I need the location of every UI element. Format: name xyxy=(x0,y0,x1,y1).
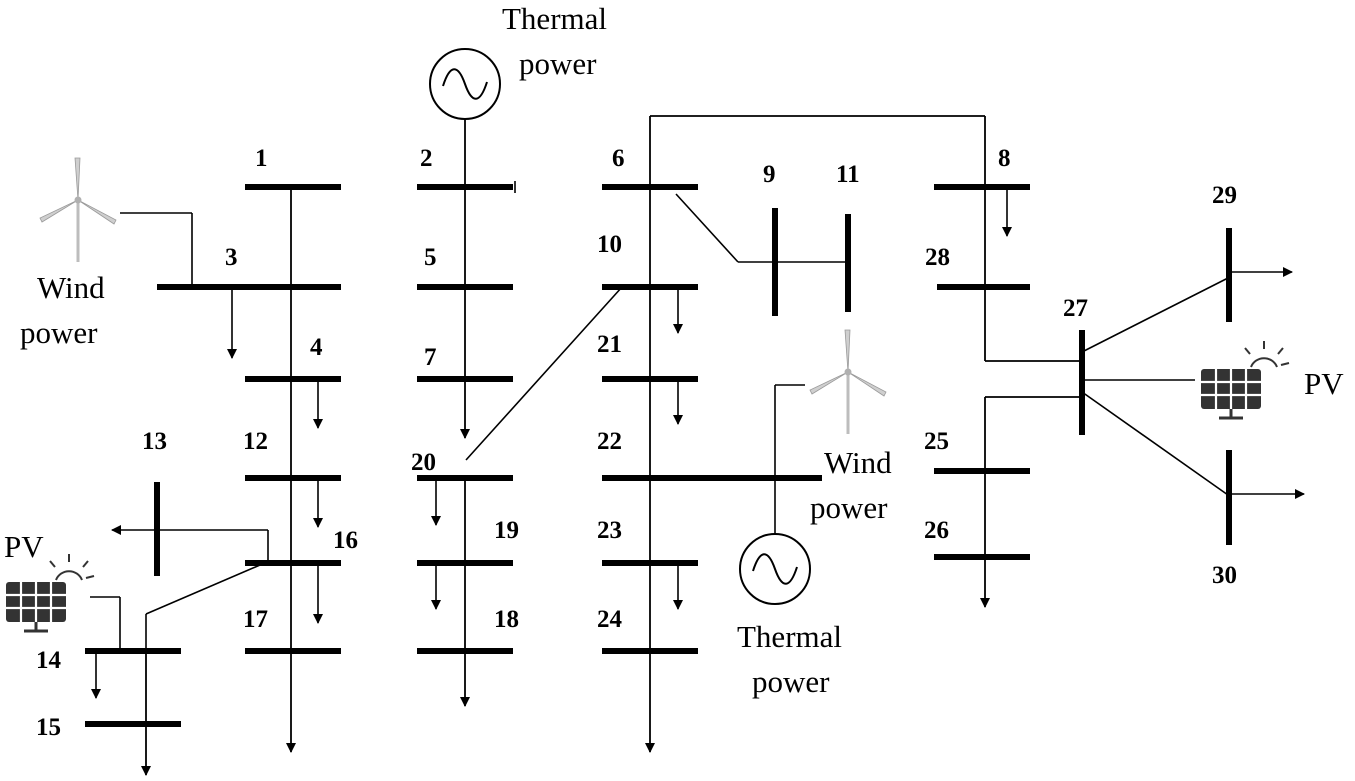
bus-label-18: 18 xyxy=(494,606,519,633)
ac-generator-icon xyxy=(429,48,501,120)
pv-left-label: PV xyxy=(4,529,44,564)
solar-panel-icon xyxy=(4,552,96,633)
wind-left-label-line2: power xyxy=(20,315,98,350)
bus-label-23: 23 xyxy=(597,517,622,544)
thermal-top-label-line1: Thermal xyxy=(502,1,607,36)
bus-label-4: 4 xyxy=(310,334,323,361)
bus-label-27: 27 xyxy=(1063,295,1088,322)
pv-right-label: PV xyxy=(1304,366,1344,401)
bus-bars xyxy=(85,184,1232,727)
generator-labels: Thermal power Thermal power Wind power W… xyxy=(4,1,1344,699)
bus-label-22: 22 xyxy=(597,428,622,455)
wind-right-label-line2: power xyxy=(810,490,888,525)
bus-label-12: 12 xyxy=(243,428,268,455)
bus-label-30: 30 xyxy=(1212,562,1237,589)
bus-label-6: 6 xyxy=(612,145,625,172)
bus-label-28: 28 xyxy=(925,244,950,271)
bus-label-5: 5 xyxy=(424,244,437,271)
load-arrows xyxy=(91,189,1012,699)
wind-turbine-icon xyxy=(38,156,118,264)
bus-label-17: 17 xyxy=(243,606,268,633)
thermal-bottom-label-line1: Thermal xyxy=(737,619,842,654)
bus-label-7: 7 xyxy=(424,344,437,371)
bus-labels: 1 2 6 9 11 8 29 3 5 10 28 27 4 7 21 13 1… xyxy=(36,145,1237,741)
wind-left-label-line1: Wind xyxy=(37,270,105,305)
bus-label-13: 13 xyxy=(142,428,167,455)
bus-label-14: 14 xyxy=(36,647,62,674)
bus-label-26: 26 xyxy=(924,517,949,544)
bus-label-1: 1 xyxy=(255,145,268,172)
bus-label-20: 20 xyxy=(411,449,436,476)
bus-label-21: 21 xyxy=(597,331,622,358)
bus-label-3: 3 xyxy=(225,244,238,271)
thermal-bottom-label-line2: power xyxy=(752,664,830,699)
ac-generator-icon xyxy=(739,533,811,605)
bus-label-9: 9 xyxy=(763,161,776,188)
solar-panel-icon xyxy=(1199,339,1291,420)
wind-turbine-icon xyxy=(808,328,888,436)
trunk-lines xyxy=(141,100,1082,776)
wind-right-label-line1: Wind xyxy=(824,445,892,480)
bus-label-19: 19 xyxy=(494,517,519,544)
bus-label-29: 29 xyxy=(1212,182,1237,209)
thermal-top-label-line2: power xyxy=(519,46,597,81)
bus-label-24: 24 xyxy=(597,606,623,633)
branch-lines xyxy=(90,181,1305,651)
bus-label-2: 2 xyxy=(420,145,433,172)
bus-label-15: 15 xyxy=(36,714,61,741)
bus-label-10: 10 xyxy=(597,231,622,258)
bus-label-11: 11 xyxy=(836,161,860,188)
bus-label-16: 16 xyxy=(333,527,358,554)
bus-label-25: 25 xyxy=(924,428,949,455)
bus-label-8: 8 xyxy=(998,145,1011,172)
